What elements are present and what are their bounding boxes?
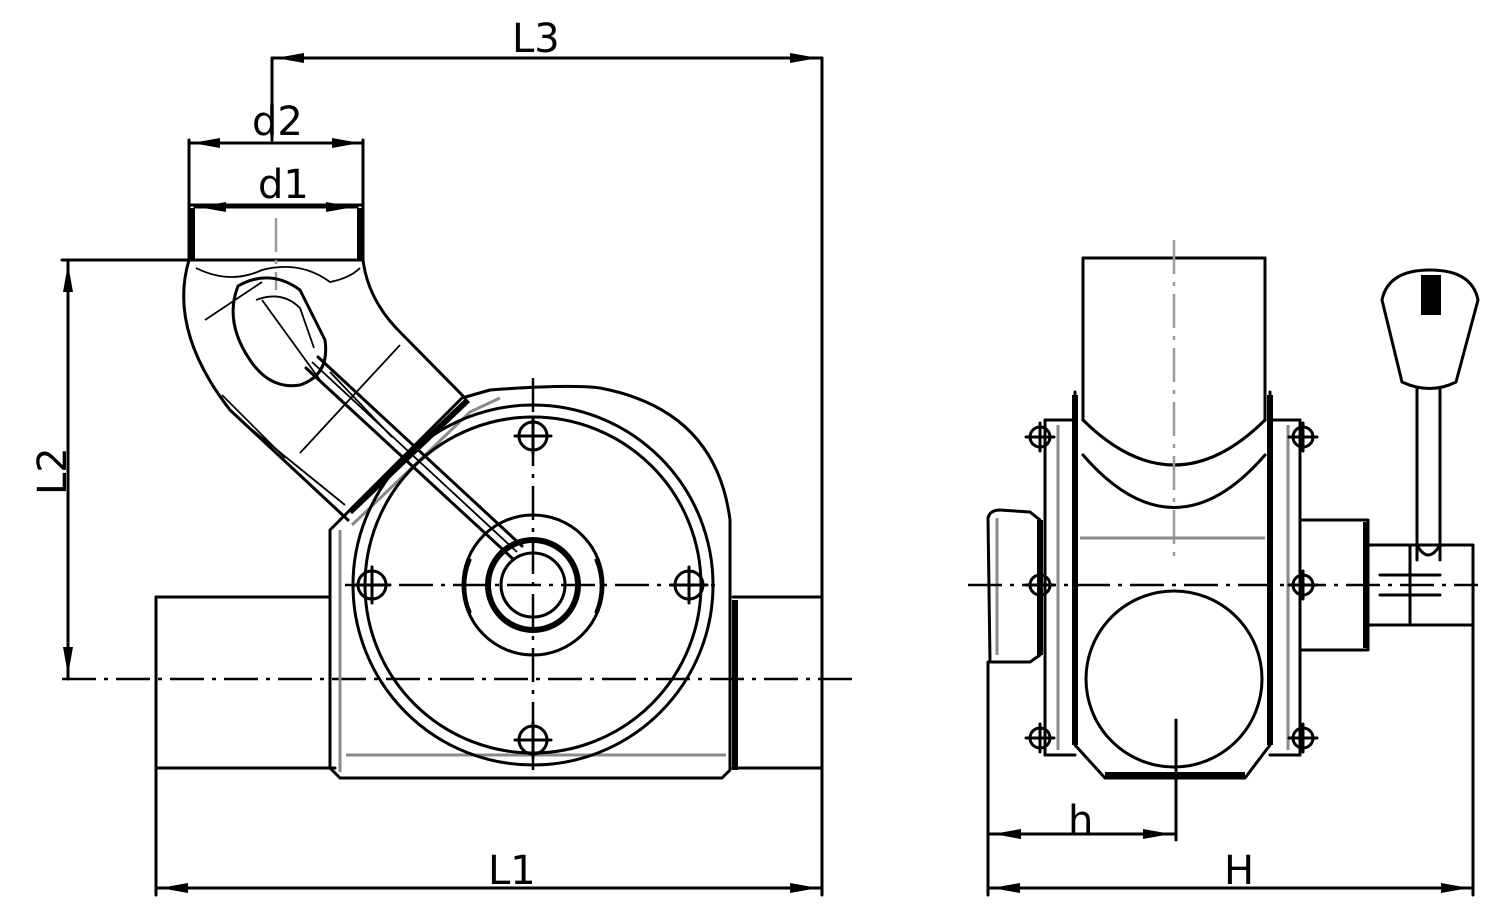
main-pipe xyxy=(154,595,824,897)
crank-handle xyxy=(1380,268,1480,562)
valve-body-side xyxy=(1043,390,1302,780)
handle-lever xyxy=(231,276,524,560)
label-H: H xyxy=(1224,848,1254,894)
label-d2: d2 xyxy=(252,99,303,145)
dim-d2: d2 xyxy=(187,99,365,207)
gear-disc xyxy=(345,378,722,770)
bolt-top xyxy=(513,416,553,456)
dim-L2: L2 xyxy=(30,258,191,681)
side-bolts xyxy=(1024,421,1319,754)
inlet-tube-side xyxy=(1081,240,1267,560)
label-d1: d1 xyxy=(258,162,309,208)
label-L2: L2 xyxy=(30,447,76,495)
front-view: L3 d2 d1 L2 xyxy=(30,16,858,897)
central-hub xyxy=(461,513,605,657)
dim-d1: d1 xyxy=(193,162,359,212)
bolt-bottom xyxy=(513,720,553,760)
inlet-elbow xyxy=(182,203,467,522)
dim-L1: L1 xyxy=(154,848,824,894)
label-h: h xyxy=(1068,798,1093,844)
label-L3: L3 xyxy=(512,16,560,62)
pipe-bore-side xyxy=(1084,589,1264,769)
dim-H: H xyxy=(986,623,1475,897)
label-L1: L1 xyxy=(488,848,536,894)
left-cap-side xyxy=(986,508,1043,664)
bolt-left xyxy=(352,565,392,605)
dim-L3: L3 xyxy=(270,16,824,897)
side-view: h H xyxy=(968,240,1480,897)
dim-h: h xyxy=(986,660,1178,897)
bolt-right xyxy=(669,565,709,605)
